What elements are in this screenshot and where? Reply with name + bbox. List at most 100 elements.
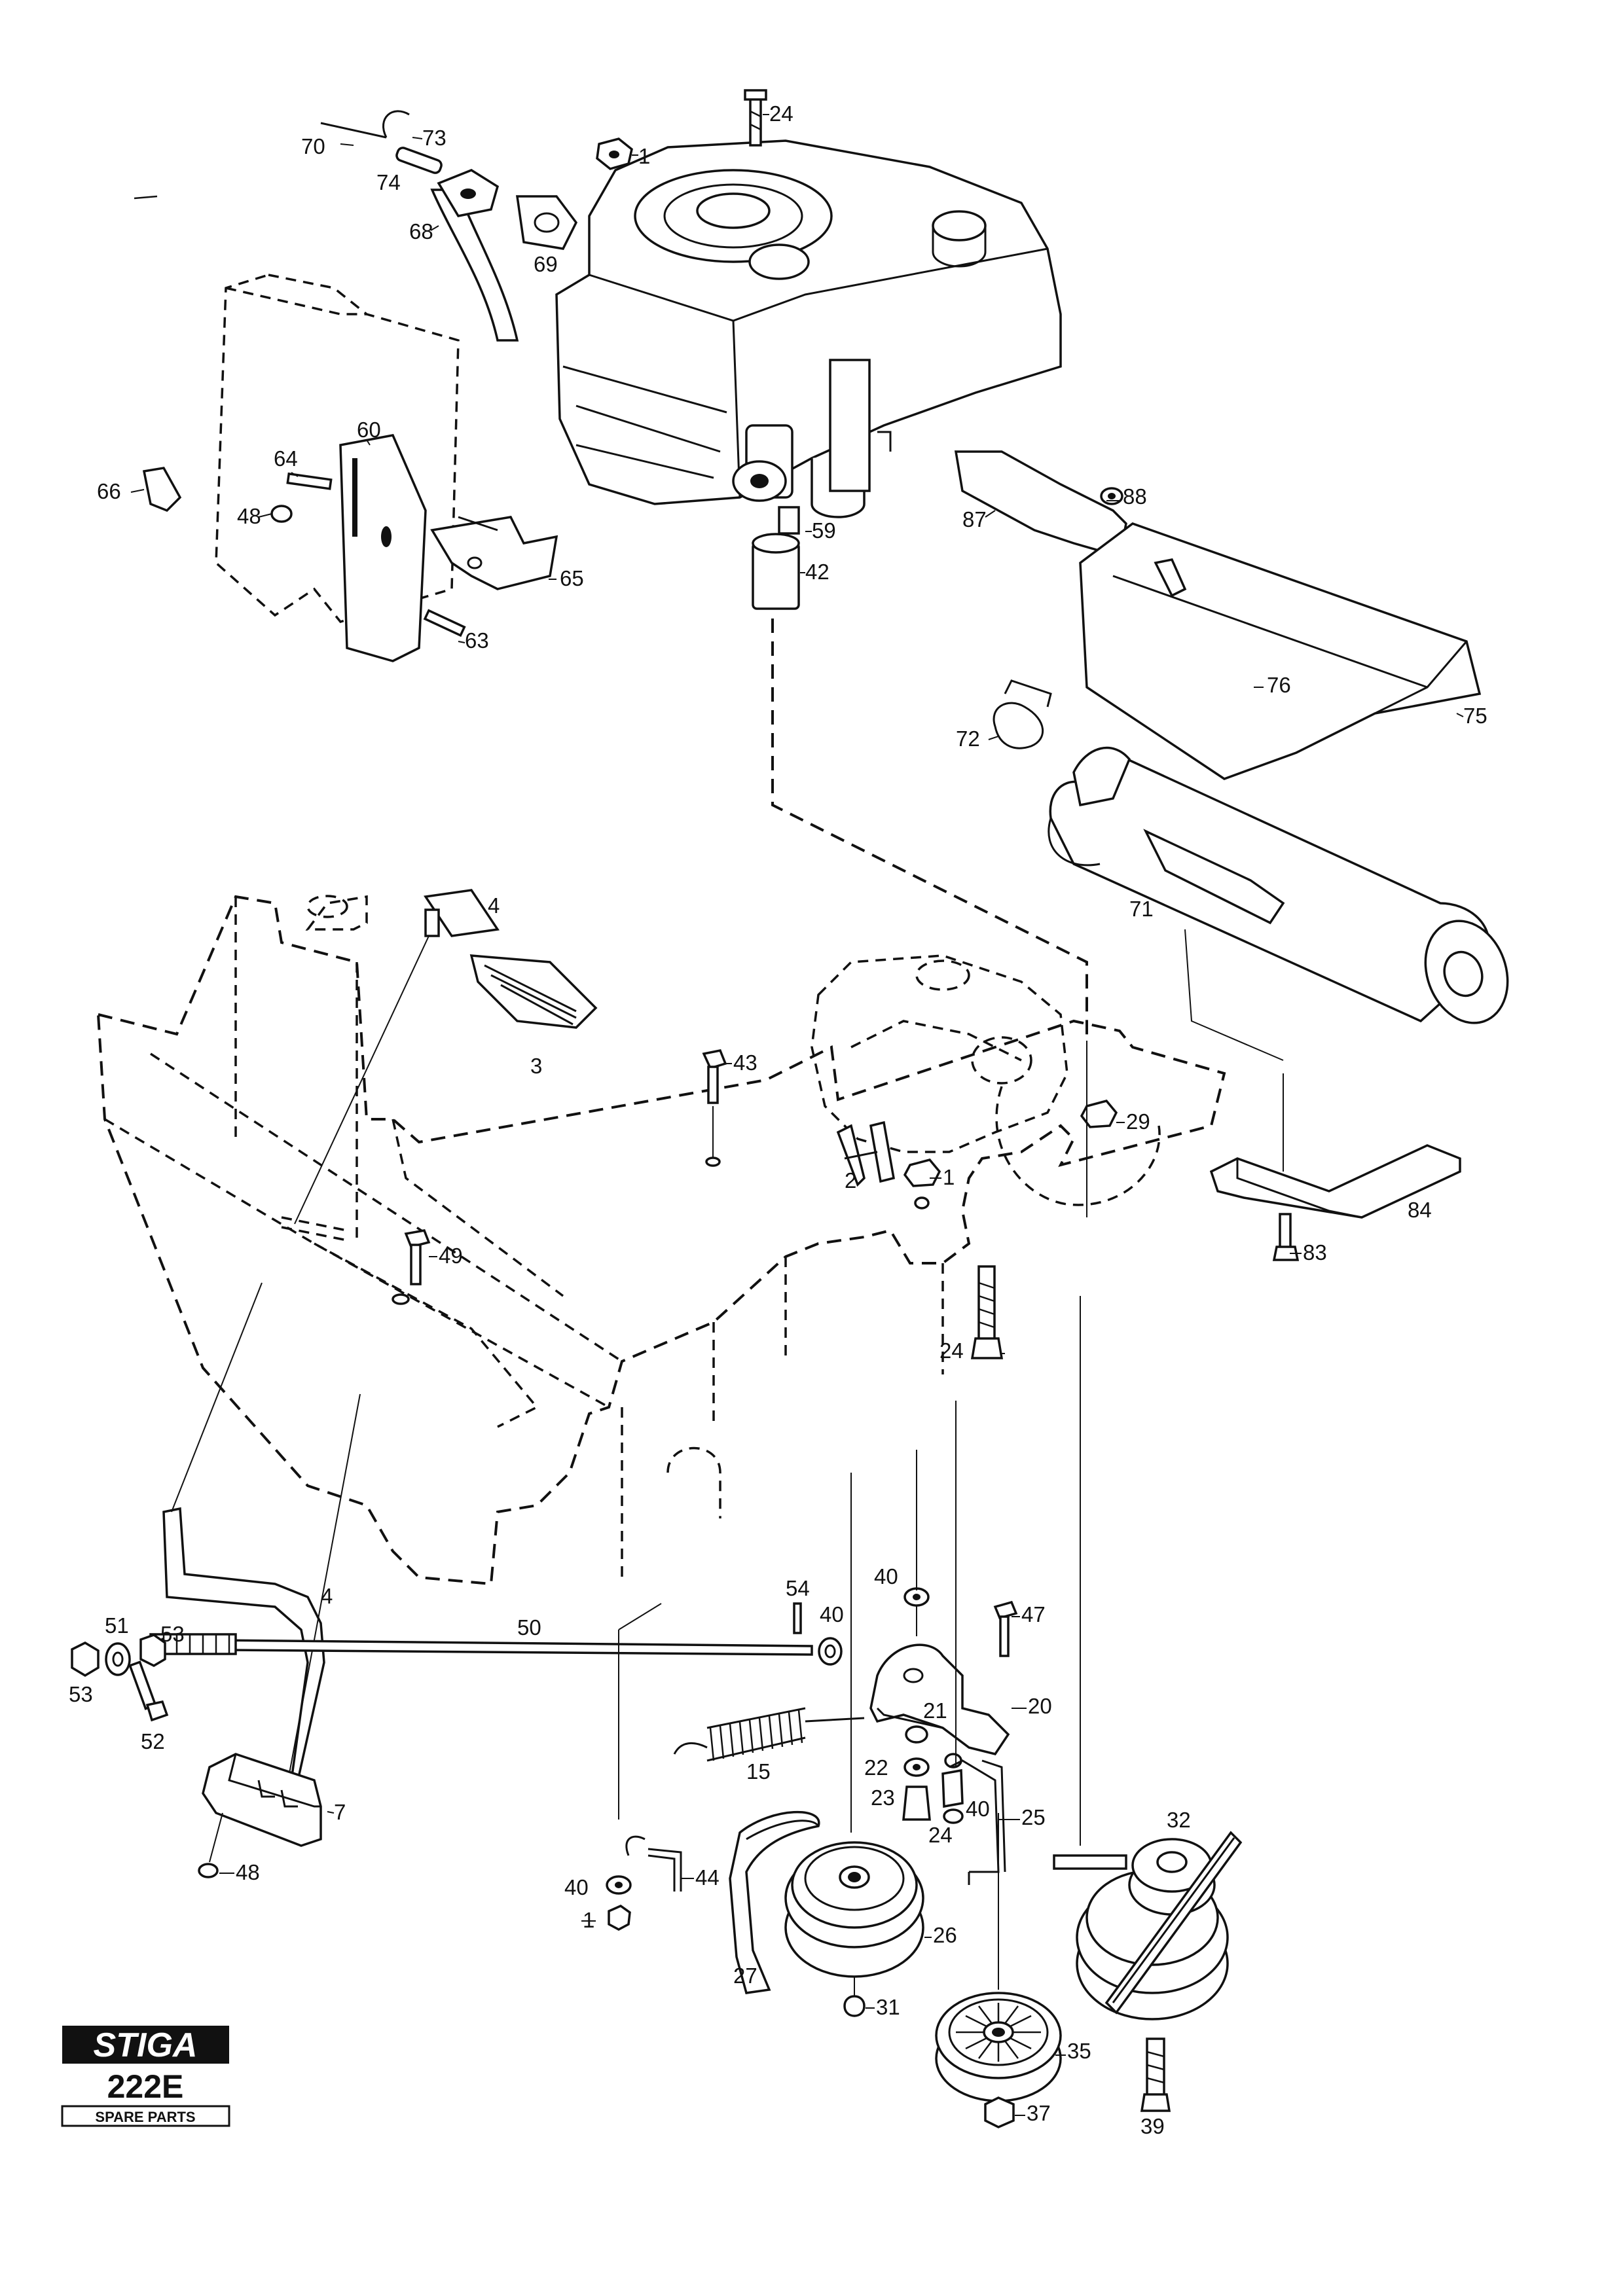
brake-pedal [281, 889, 598, 1242]
label-76: 76 [1267, 673, 1291, 697]
idler-stack-21-23 [902, 1725, 964, 1824]
label-32: 32 [1167, 1808, 1191, 1832]
heat-shield [954, 450, 1482, 780]
label-29: 29 [1126, 1109, 1150, 1134]
label-42: 42 [805, 560, 830, 584]
label-53-left: 53 [69, 1682, 93, 1706]
nut-29 [1080, 1100, 1118, 1128]
label-31: 31 [876, 1995, 900, 2019]
label-1-bottom: 1 [583, 1908, 594, 1932]
label-15: 15 [746, 1759, 771, 1784]
label-24-mid: 24 [939, 1338, 964, 1363]
logo-text: STIGA [94, 2026, 198, 2064]
label-21: 21 [923, 1698, 947, 1723]
label-7: 7 [334, 1800, 346, 1824]
label-3: 3 [530, 1054, 542, 1078]
label-4-top: 4 [488, 893, 500, 918]
label-1-top: 1 [638, 144, 650, 168]
label-27: 27 [733, 1964, 757, 1988]
label-60: 60 [357, 418, 381, 442]
pulley-35 [935, 1813, 1062, 2102]
label-40-c: 40 [966, 1797, 990, 1821]
label-26: 26 [933, 1923, 957, 1947]
drive-belt-27 [729, 1810, 820, 1994]
nut-37 [984, 2096, 1015, 2128]
label-4-bottom: 4 [321, 1584, 333, 1608]
rod-25 [949, 1759, 1006, 1885]
bolt-47 [993, 1600, 1018, 1657]
bolt-39 [1140, 2037, 1171, 2112]
label-40-a: 40 [874, 1564, 898, 1588]
engine [555, 139, 1062, 518]
model-number: 222E [107, 2068, 184, 2105]
label-48-a: 48 [237, 504, 261, 528]
label-leaders [130, 114, 1464, 2116]
bolt-83 [1272, 1213, 1300, 1261]
label-70: 70 [301, 134, 325, 158]
pin-54 [793, 1602, 843, 1666]
label-75: 75 [1463, 704, 1487, 728]
label-40-d: 40 [564, 1875, 589, 1899]
rod-50 [149, 1633, 813, 1656]
bolt-52 [128, 1660, 169, 1722]
pedal-shaft-4 [162, 1282, 361, 1835]
muffler [993, 679, 1509, 1024]
label-53-right: 53 [160, 1622, 185, 1646]
chassis-frame [96, 895, 1226, 1586]
stray-mark [134, 195, 158, 200]
label-71: 71 [1129, 897, 1154, 921]
circlip-31 [843, 1995, 866, 2017]
nut-53 [71, 1641, 100, 1677]
label-25: 25 [1021, 1805, 1046, 1829]
pulley-32 [1053, 1296, 1243, 2020]
rod-44 [606, 1603, 682, 1931]
label-37: 37 [1027, 2101, 1051, 2125]
label-43: 43 [733, 1050, 757, 1075]
bushing-42 [752, 506, 800, 610]
label-74: 74 [376, 170, 401, 194]
transaxle [811, 954, 1161, 1206]
label-65: 65 [560, 566, 584, 590]
block-7 [198, 1753, 322, 1878]
bolt-24-mid [970, 1265, 1004, 1359]
label-69: 69 [534, 252, 558, 276]
leader-muffler [1184, 929, 1284, 1061]
label-87: 87 [962, 507, 987, 531]
label-52: 52 [141, 1729, 165, 1753]
label-68: 68 [409, 219, 433, 243]
label-84: 84 [1408, 1198, 1432, 1222]
label-83: 83 [1303, 1240, 1327, 1265]
label-24-top: 24 [769, 101, 793, 126]
label-40-b: 40 [820, 1602, 844, 1626]
belt-route-line [771, 619, 1088, 1041]
nut-1-mid [903, 1158, 941, 1210]
throttle-cable-assembly [320, 110, 578, 342]
label-24-bottom: 24 [928, 1823, 953, 1847]
label-88: 88 [1123, 484, 1147, 509]
nut-53b [139, 1634, 166, 1667]
spring-15 [673, 1707, 865, 1762]
idler-lever-20 [869, 1643, 1010, 1755]
nut-1-top [596, 137, 633, 170]
control-plate [142, 274, 558, 662]
washer-40-a [903, 1587, 930, 1636]
label-50: 50 [517, 1615, 541, 1640]
label-22: 22 [864, 1755, 888, 1780]
bracket-84 [1209, 1073, 1461, 1219]
label-63: 63 [465, 628, 489, 653]
label-23: 23 [871, 1785, 895, 1810]
label-66: 66 [97, 479, 121, 503]
fuel-tank-shroud [305, 895, 368, 931]
label-39: 39 [1140, 2114, 1165, 2138]
washer-51 [105, 1642, 131, 1676]
label-47: 47 [1021, 1602, 1046, 1626]
part-labels: 70 73 74 68 69 1 24 60 64 66 48 65 63 59… [69, 101, 1487, 2138]
bolt-43 [702, 1049, 727, 1167]
stiga-logo: STIGA 222E SPARE PARTS [61, 2026, 230, 2127]
label-59: 59 [812, 518, 836, 543]
label-51: 51 [105, 1613, 129, 1638]
spare-parts-caption: SPARE PARTS [95, 2109, 195, 2125]
label-72: 72 [956, 726, 980, 751]
bolt-49 [392, 1229, 431, 1305]
label-2: 2 [845, 1168, 856, 1193]
